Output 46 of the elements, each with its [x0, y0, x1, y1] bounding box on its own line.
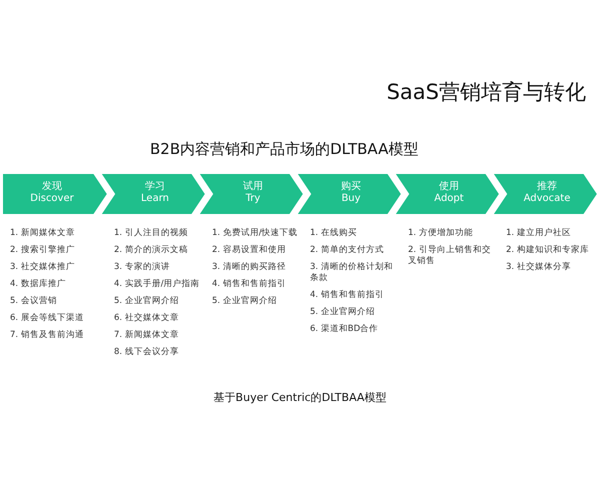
- stage-subtitle: Learn: [140, 193, 170, 205]
- list-item: 3. 社交媒体推广: [10, 262, 76, 273]
- list-item: 1. 新闻媒体文章: [10, 228, 76, 239]
- stage-subtitle: Adopt: [433, 193, 465, 205]
- list-item: 4. 销售和售前指引: [310, 290, 385, 301]
- stage-title: 发现: [41, 181, 63, 193]
- stage-title: 购买: [340, 181, 362, 193]
- stage-title: 学习: [144, 181, 166, 193]
- list-item: 5. 会议营销: [10, 296, 58, 307]
- list-item: 2. 简介的演示文稿: [114, 245, 189, 256]
- list-item: 5. 企业官网介绍: [114, 296, 180, 307]
- list-item: 1. 在线购买: [310, 228, 358, 239]
- stage-subtitle: Try: [244, 193, 262, 205]
- list-item: 2. 构建知识和专家库: [506, 245, 590, 256]
- list-item: 6. 社交媒体文章: [114, 313, 180, 324]
- list-item: 3. 专家的演讲: [114, 262, 171, 273]
- stage-title: 使用: [438, 181, 460, 193]
- list-item: 3. 社交媒体分享: [506, 262, 572, 273]
- list-item: 3. 清晰的购买路径: [212, 262, 287, 273]
- list-item: 1. 方便增加功能: [408, 228, 474, 239]
- list-item: 6. 展会等线下渠道: [10, 313, 85, 324]
- list-item: 8. 线下会议分享: [114, 347, 180, 358]
- list-item: 5. 企业官网介绍: [212, 296, 278, 307]
- stage-subtitle: Discover: [29, 193, 75, 205]
- list-item: 6. 渠道和BD合作: [310, 324, 380, 335]
- list-item: 7. 新闻媒体文章: [114, 330, 180, 341]
- list-item: 4. 实践手册/用户指南: [114, 279, 201, 290]
- list-item: 1. 免费试用/快速下载: [212, 228, 299, 239]
- stage-title: 推荐: [536, 181, 558, 193]
- stage-title: 试用: [242, 181, 264, 193]
- list-item: 2. 搜索引擎推广: [10, 245, 76, 256]
- list-item: 5. 企业官网介绍: [310, 307, 376, 318]
- list-item: 2. 引导向上销售和交叉销售: [408, 245, 492, 267]
- stage-subtitle: Buy: [340, 193, 362, 205]
- list-item: 1. 建立用户社区: [506, 228, 572, 239]
- list-item: 1. 引人注目的视频: [114, 228, 189, 239]
- subtitle: B2B内容营销和产品市场的DLTBAA模型: [150, 140, 418, 159]
- list-item: 3. 清晰的价格计划和条款: [310, 262, 394, 284]
- stage-subtitle: Advocate: [522, 193, 572, 205]
- list-item: 4. 数据库推广: [10, 279, 67, 290]
- caption: 基于Buyer Centric的DLTBAA模型: [212, 390, 388, 405]
- title: SaaS营销培育与转化: [386, 79, 586, 106]
- list-item: 4. 销售和售前指引: [212, 279, 287, 290]
- list-item: 2. 简单的支付方式: [310, 245, 385, 256]
- list-item: 7. 销售及售前沟通: [10, 330, 85, 341]
- list-item: 2. 容易设置和使用: [212, 245, 287, 256]
